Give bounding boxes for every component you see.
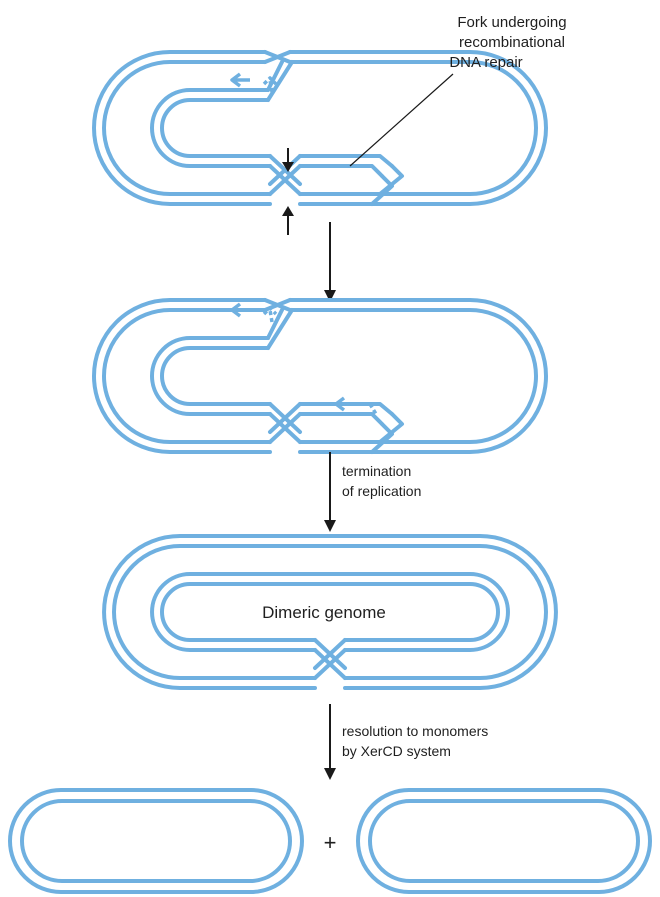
crossover-arrow-down-head: [282, 162, 294, 172]
stage1-crossover: [268, 154, 302, 196]
fork-leader-line: [349, 73, 454, 167]
dimeric-genome-label: Dimeric genome: [262, 603, 386, 622]
stage1-outer-strand-a: [92, 50, 548, 206]
resolution-label-line2: by XerCD system: [342, 743, 451, 759]
stage2-lower-new-strand-arrow: [334, 396, 358, 412]
stage2-new-strand-arrow-left: [230, 302, 250, 318]
dimer-crossover: [313, 638, 347, 680]
crossover-arrow-up-head: [282, 206, 294, 216]
step-arrow-2: [324, 452, 336, 532]
fork-label-line3: DNA repair: [449, 54, 522, 71]
stage1-replicating-chromosome: [92, 50, 548, 235]
dimer-outer-a: [102, 534, 558, 690]
fork-label-line1: Fork undergoing: [457, 14, 566, 31]
step-arrow-1: [324, 222, 336, 302]
stage1-upper-fork: [263, 50, 294, 102]
dimer-outer-b: [112, 544, 548, 680]
monomer-right: [356, 788, 652, 894]
termination-label-line2: of replication: [342, 483, 421, 499]
dimeric-genome: [102, 534, 558, 690]
monomer-left: [8, 788, 304, 894]
stage1-lower-fork: [370, 164, 404, 206]
stage1-inner-strand-a: [150, 88, 384, 178]
stage2-crossover: [268, 402, 302, 444]
step-arrow-3: [324, 704, 336, 780]
stage2-new-strand-arrow-up: [262, 306, 278, 323]
dimer-inner-b: [160, 582, 500, 642]
dimer-inner-a: [150, 572, 510, 652]
resolution-label-line1: resolution to monomers: [342, 723, 488, 739]
stage2-replicating-chromosome: [92, 298, 548, 454]
stage2-inner-strand-b: [160, 346, 394, 416]
stage1-new-strand-arrow-left: [230, 72, 250, 88]
plus-sign: +: [324, 830, 337, 855]
stage1-inner-strand-b: [160, 98, 394, 168]
stage2-outer-strand-b: [102, 308, 538, 444]
fork-label-line2: recombinational: [459, 34, 565, 51]
stage1-new-strand-arrow-up: [262, 76, 278, 93]
stage2-outer-strand-a: [92, 298, 548, 454]
stage1-outer-strand-b: [102, 60, 538, 196]
termination-label-line1: termination: [342, 463, 411, 479]
stage2-upper-fork: [263, 298, 294, 350]
stage2-inner-strand-a: [150, 336, 384, 426]
stage2-lower-new-strand-tick: [368, 403, 378, 415]
stage2-lower-fork: [370, 412, 404, 454]
